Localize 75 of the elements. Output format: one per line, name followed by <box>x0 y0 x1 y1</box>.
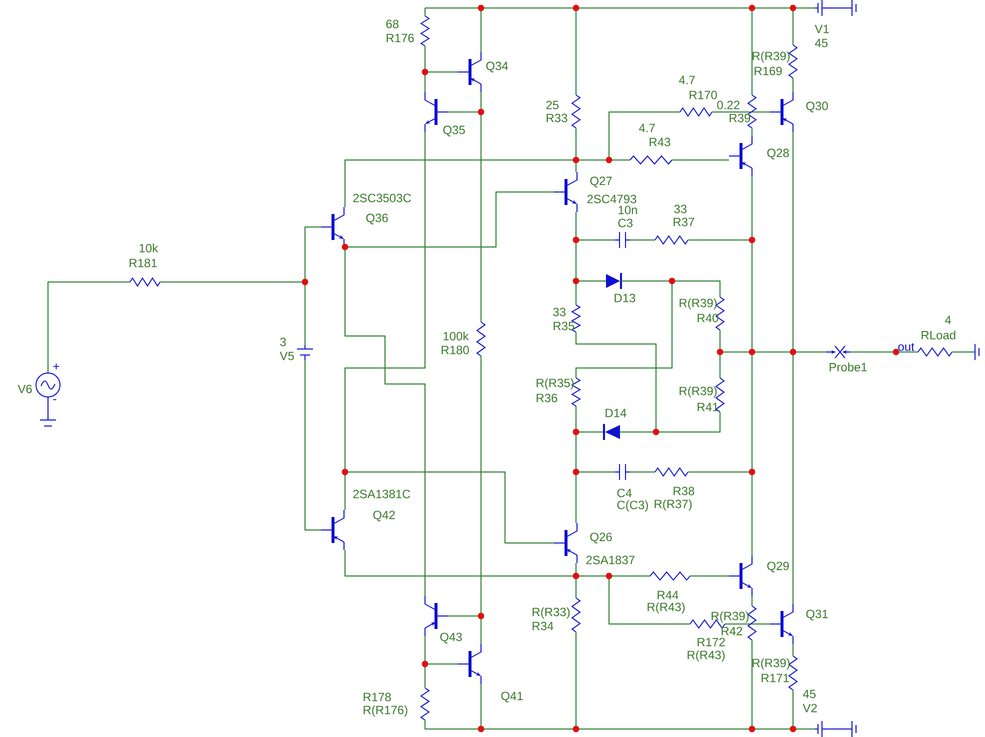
component-label: R(R43) <box>648 602 685 614</box>
component-label: Q41 <box>501 692 523 702</box>
component-label: C4 <box>617 488 632 498</box>
component-label: R(R39) <box>752 658 790 670</box>
component-label: 2SA1837 <box>586 556 634 564</box>
component-label: 100k <box>444 332 469 340</box>
component-label: R38 <box>674 486 694 496</box>
component-label: V6 <box>18 384 32 394</box>
component-label: R180 <box>442 346 469 354</box>
component-label: R176 <box>386 34 414 42</box>
component-label: R(R35) <box>536 378 574 390</box>
component-label: R(R39) <box>680 298 717 310</box>
component-label: R172 <box>698 638 725 646</box>
component-label: R34 <box>532 622 554 630</box>
component-label: C3 <box>618 218 633 228</box>
component-label: R39 <box>730 114 750 122</box>
component-label: 33 <box>553 308 566 316</box>
component-label: R44 <box>658 590 678 600</box>
component-label: 68 <box>386 20 399 28</box>
component-label: 4 <box>945 316 952 324</box>
component-label: Probe1 <box>830 362 867 372</box>
component-label: Q42 <box>373 510 395 522</box>
component-label: Q35 <box>443 126 465 136</box>
component-label: Q30 <box>806 102 828 112</box>
component-label: Q34 <box>486 62 508 72</box>
component-label: R40 <box>698 314 718 322</box>
component-label: D14 <box>606 408 626 418</box>
component-label: D13 <box>614 294 636 302</box>
component-label: R(R43) <box>688 650 725 662</box>
component-label: 10k <box>140 244 158 252</box>
component-label: Q26 <box>590 532 612 544</box>
component-label: 4.7 <box>639 124 655 132</box>
component-label: C(C3) <box>617 500 648 512</box>
component-label: Q36 <box>366 214 388 224</box>
polarity-sign: - <box>53 399 56 400</box>
component-label: V2 <box>802 704 817 712</box>
component-label: Q29 <box>767 562 789 572</box>
component-label: R(R39) <box>680 386 717 398</box>
component-label: 2SA1381C <box>353 490 410 498</box>
component-label: R181 <box>130 258 157 268</box>
component-label: R43 <box>650 138 670 146</box>
component-label: 45 <box>803 690 816 698</box>
component-label: R42 <box>722 626 742 636</box>
component-label: R(R176) <box>364 705 408 717</box>
component-label: R(R37) <box>654 499 692 511</box>
component-label: 33 <box>674 204 687 214</box>
component-label: R35 <box>554 322 574 330</box>
component-label: R(R33) <box>532 607 570 619</box>
component-label: R41 <box>698 402 718 412</box>
component-label: R36 <box>536 394 558 402</box>
component-label: 3 <box>280 338 286 346</box>
component-label: R37 <box>674 218 694 226</box>
component-label: RLoad <box>922 330 956 340</box>
component-label: 45 <box>815 38 828 48</box>
net-label: out <box>898 343 914 351</box>
component-label: Q31 <box>806 610 828 620</box>
component-label: Q43 <box>440 632 462 644</box>
component-label: R178 <box>364 692 391 702</box>
component-label: Q28 <box>767 148 789 160</box>
component-label: R169 <box>754 66 782 76</box>
component-label: 2SC3503C <box>353 194 411 202</box>
component-label: R33 <box>546 114 568 122</box>
component-label: R(R39) <box>712 611 749 623</box>
component-label: 0.22 <box>717 100 740 110</box>
component-label: 4.7 <box>679 76 695 84</box>
polarity-sign: + <box>53 364 60 370</box>
component-label: 2SC4793 <box>587 194 636 204</box>
component-label: 25 <box>546 100 559 110</box>
component-label: Q27 <box>590 176 612 188</box>
component-label: R171 <box>762 674 789 682</box>
component-label: V1 <box>814 24 829 34</box>
component-label: V5 <box>280 352 294 360</box>
component-label: 10n <box>618 206 637 214</box>
component-label: R(R39) <box>752 51 790 63</box>
component-label: R170 <box>690 90 717 100</box>
